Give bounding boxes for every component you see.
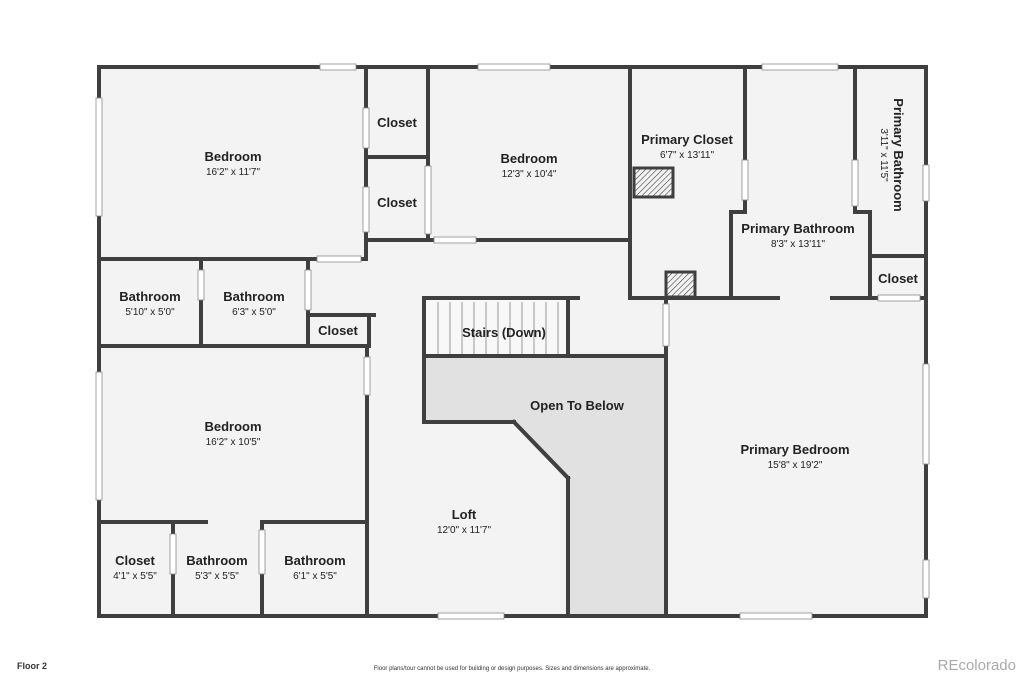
- room-label-primary-bathroom-2: Primary Bathroom 3'11" x 11'5": [878, 98, 906, 211]
- room-name: Bathroom: [186, 553, 247, 568]
- room-name: Bedroom: [204, 419, 261, 434]
- room-dims: 4'1" x 5'5": [113, 571, 157, 582]
- room-dims: 5'10" x 5'0": [125, 307, 175, 318]
- room-label-stairs: Stairs (Down): [462, 325, 546, 340]
- room-label-bathroom-3: Bathroom 5'3" x 5'5": [186, 553, 247, 582]
- room-label-primary-bathroom: Primary Bathroom 8'3" x 13'11": [741, 221, 854, 250]
- room-name: Open To Below: [530, 398, 625, 413]
- room-label-bedroom-n: Bedroom 12'3" x 10'4": [500, 151, 557, 180]
- room-dims: 15'8" x 19'2": [768, 460, 823, 471]
- room-label-closet-1: Closet: [377, 115, 417, 130]
- room-name: Primary Closet: [641, 132, 733, 147]
- room-name: Bathroom: [119, 289, 180, 304]
- room-dims: 6'1" x 5'5": [293, 571, 337, 582]
- room-name: Closet: [115, 553, 155, 568]
- room-name: Closet: [377, 115, 417, 130]
- room-label-closet-3: Closet: [318, 323, 358, 338]
- room-label-bathroom-2: Bathroom 6'3" x 5'0": [223, 289, 284, 318]
- room-name: Closet: [377, 195, 417, 210]
- room-name: Primary Bathroom: [741, 221, 854, 236]
- stairs-treads: [426, 300, 568, 356]
- walls: [97, 65, 928, 618]
- room-label-bathroom-1: Bathroom 5'10" x 5'0": [119, 289, 180, 318]
- room-name: Bedroom: [500, 151, 557, 166]
- room-name: Primary Bathroom: [891, 98, 906, 211]
- disclaimer-text: Floor plans/tour cannot be used for buil…: [373, 666, 651, 672]
- room-name: Stairs (Down): [462, 325, 546, 340]
- brand-logo-text: REcolorado: [937, 657, 1016, 674]
- room-name: Primary Bedroom: [740, 442, 849, 457]
- hatched-shafts: [632, 166, 697, 299]
- room-label-closet-sw: Closet 4'1" x 5'5": [113, 553, 157, 582]
- room-name: Loft: [452, 507, 477, 522]
- room-dims: 3'11" x 11'5": [878, 128, 889, 182]
- room-label-open-to-below: Open To Below: [530, 398, 625, 413]
- room-label-loft: Loft 12'0" x 11'7": [437, 507, 492, 536]
- room-label-primary-bedroom: Primary Bedroom 15'8" x 19'2": [740, 442, 849, 471]
- room-name: Bathroom: [284, 553, 345, 568]
- room-dims: 5'3" x 5'5": [195, 571, 239, 582]
- room-label-closet-2: Closet: [377, 195, 417, 210]
- room-dims: 12'3" x 10'4": [502, 169, 557, 180]
- room-dims: 16'2" x 11'7": [206, 167, 261, 178]
- room-label-closet-ne: Closet: [878, 271, 918, 286]
- room-dims: 8'3" x 13'11": [771, 239, 826, 250]
- room-name: Bedroom: [204, 149, 261, 164]
- room-dims: 12'0" x 11'7": [437, 525, 492, 536]
- room-label-bedroom-sw: Bedroom 16'2" x 10'5": [204, 419, 261, 448]
- room-dims: 6'7" x 13'11": [660, 150, 715, 161]
- room-name: Closet: [318, 323, 358, 338]
- floor-label: Floor 2: [17, 661, 48, 671]
- room-label-bedroom-nw: Bedroom 16'2" x 11'7": [204, 149, 261, 178]
- room-dims: 16'2" x 10'5": [206, 437, 261, 448]
- room-dims: 6'3" x 5'0": [232, 307, 276, 318]
- room-label-bathroom-4: Bathroom 6'1" x 5'5": [284, 553, 345, 582]
- room-name: Closet: [878, 271, 918, 286]
- windows: [95, 63, 930, 620]
- room-name: Bathroom: [223, 289, 284, 304]
- room-label-primary-closet: Primary Closet 6'7" x 13'11": [641, 132, 733, 161]
